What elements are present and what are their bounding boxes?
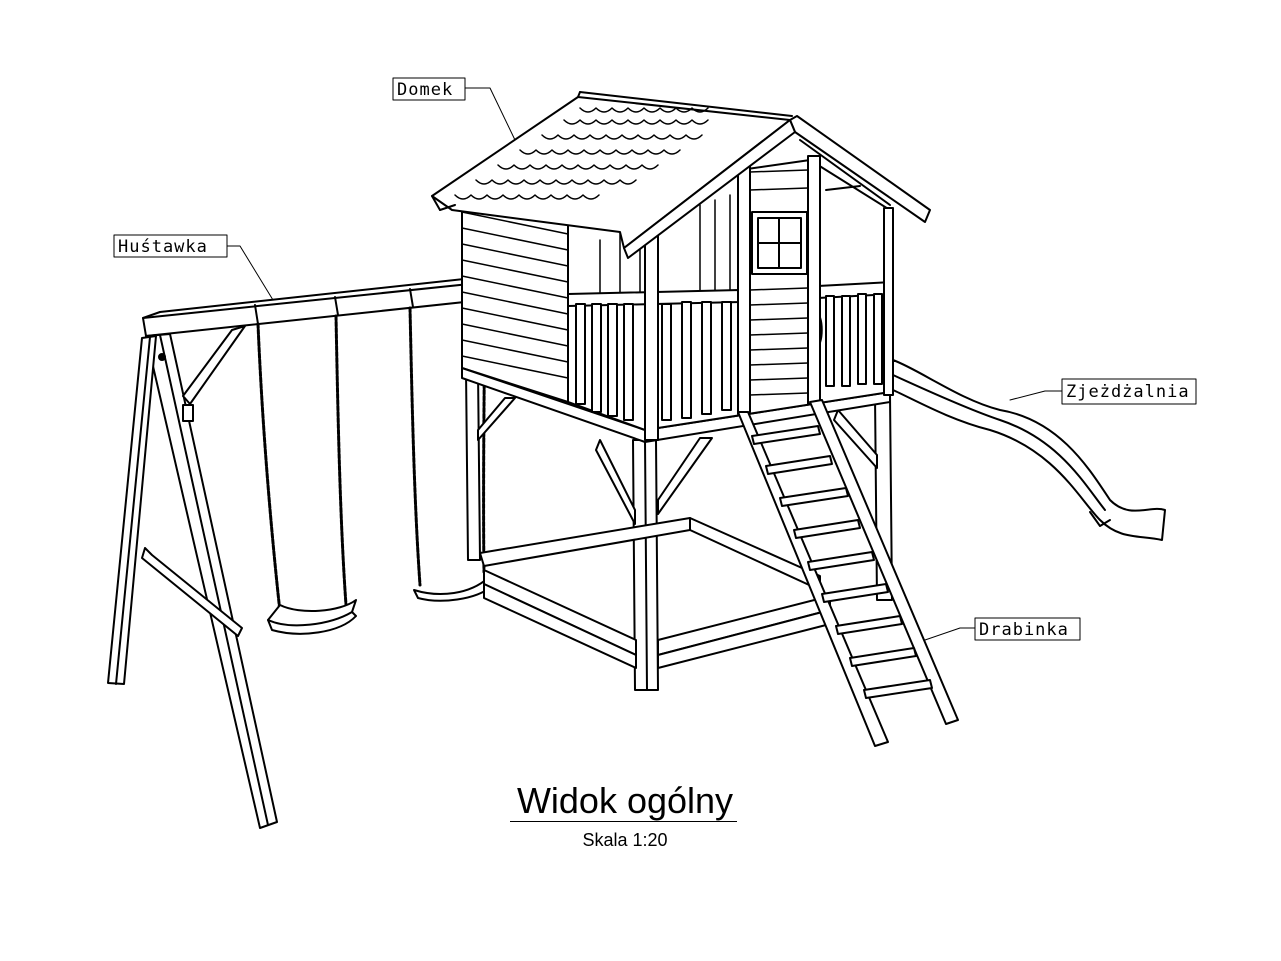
label-zjezdzalnia: Zjeżdżalnia — [1066, 382, 1190, 402]
callout-drabinka — [924, 617, 1081, 641]
swing-frame — [107, 267, 569, 829]
swing-left — [256, 314, 357, 635]
callout-domek — [392, 77, 516, 141]
roof — [431, 91, 931, 259]
callout-hustawka — [113, 234, 274, 301]
label-domek: Domek — [397, 80, 453, 100]
label-drabinka: Drabinka — [979, 620, 1069, 640]
tower-base — [465, 369, 893, 691]
callout-zjezdzalnia — [1009, 378, 1197, 405]
label-hustawka: Huśtawka — [118, 237, 208, 257]
house — [461, 155, 894, 443]
title-underline — [510, 821, 737, 822]
drawing-title: Widok ogólny — [516, 780, 734, 821]
ladder — [737, 399, 959, 747]
drawing-scale: Skala 1:20 — [582, 830, 668, 850]
slide — [892, 359, 1166, 541]
